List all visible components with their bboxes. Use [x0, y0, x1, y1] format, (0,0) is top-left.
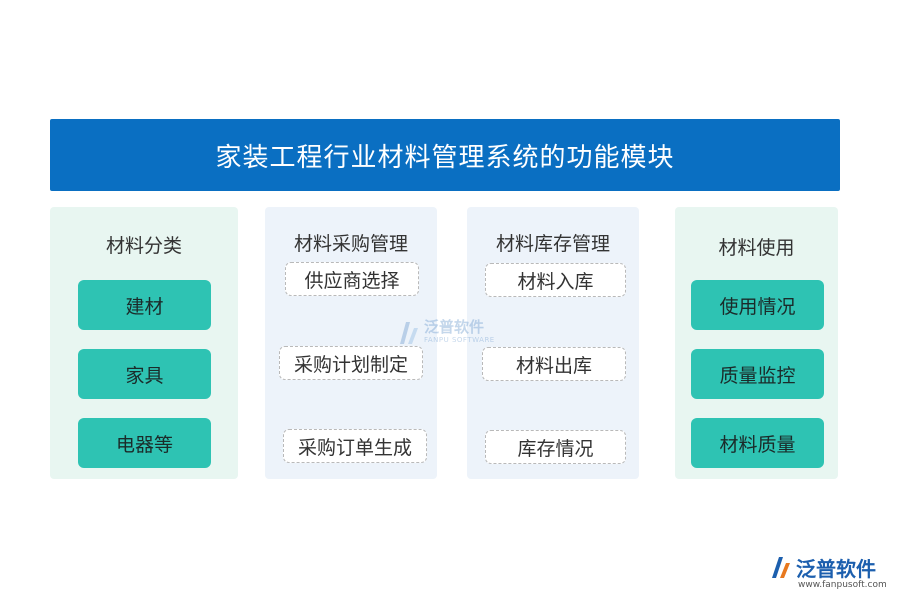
brand-url: www.fanpusoft.com: [798, 580, 887, 590]
module-item: 质量监控: [691, 349, 824, 399]
module-inventory-management: 材料库存管理 材料入库 材料出库 库存情况: [467, 207, 639, 479]
diagram-title: 家装工程行业材料管理系统的功能模块: [50, 119, 840, 191]
module-item: 材料入库: [485, 263, 626, 297]
watermark-subtext: FANPU SOFTWARE: [424, 336, 495, 344]
module-item: 使用情况: [691, 280, 824, 330]
watermark-text: 泛普软件: [424, 318, 485, 336]
fanpu-logo-icon: [772, 557, 790, 578]
module-item: 供应商选择: [285, 262, 419, 296]
module-item: 家具: [78, 349, 211, 399]
module-title: 材料分类: [105, 235, 182, 257]
module-item: 电器等: [78, 418, 211, 468]
module-title: 材料采购管理: [293, 233, 408, 255]
module-item: 建材: [78, 280, 211, 330]
module-item: 材料质量: [691, 418, 824, 468]
module-item: 采购订单生成: [283, 429, 427, 463]
module-item: 库存情况: [485, 430, 626, 464]
brand-logo: 泛普软件 www.fanpusoft.com: [768, 553, 893, 595]
module-purchase-management: 材料采购管理 供应商选择 采购计划制定 采购订单生成: [265, 207, 437, 479]
watermark: 泛普软件 FANPU SOFTWARE: [394, 316, 504, 350]
module-title: 材料使用: [718, 237, 795, 259]
module-material-usage: 材料使用 使用情况 质量监控 材料质量: [675, 207, 838, 479]
module-item: 材料出库: [482, 347, 626, 381]
module-material-category: 材料分类 建材 家具 电器等: [50, 207, 238, 479]
module-title: 材料库存管理: [495, 233, 610, 255]
fanpu-logo-icon: [400, 322, 418, 344]
brand-name: 泛普软件: [796, 557, 876, 581]
module-item: 采购计划制定: [279, 346, 423, 380]
